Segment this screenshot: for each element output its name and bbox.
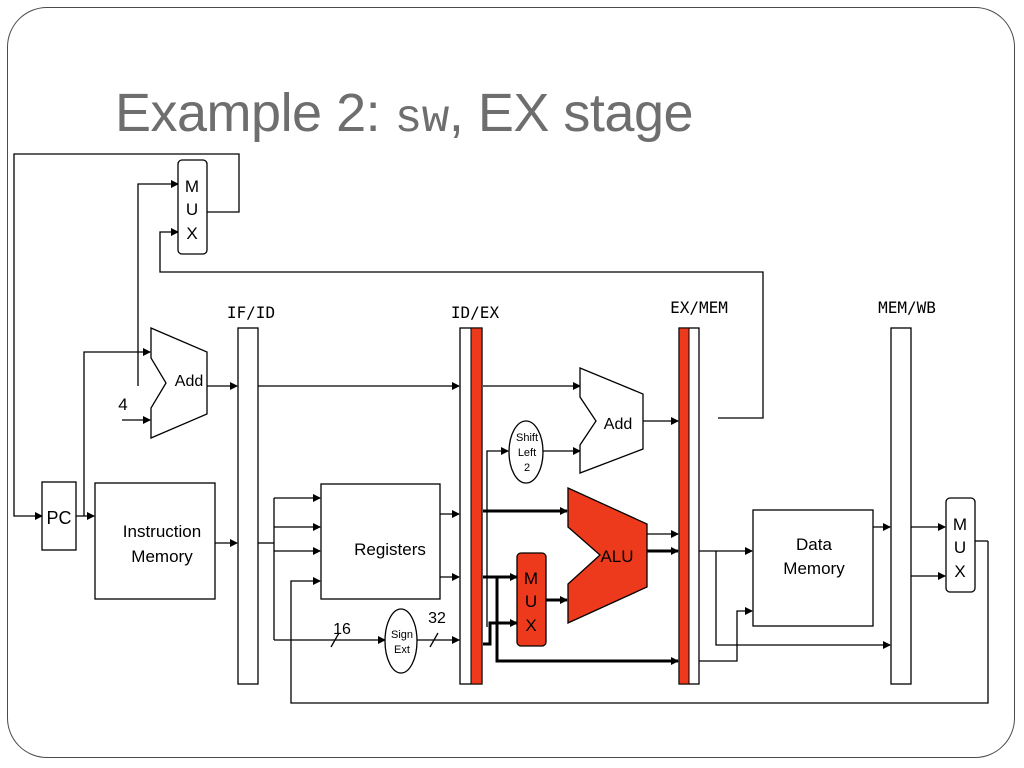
pc-label: PC	[46, 508, 71, 528]
id-ex-register	[459, 327, 483, 685]
datapath-wires	[13, 153, 989, 704]
pc-adder: Add	[150, 327, 208, 439]
branch-adder-label: Add	[604, 416, 632, 433]
mux-letter: M	[185, 177, 199, 196]
mem-wb-label: MEM/WB	[878, 298, 936, 317]
instruction-memory: Instruction Memory	[94, 482, 216, 600]
mux-letter: U	[186, 200, 198, 219]
registers-label: Registers	[354, 540, 426, 559]
mux-letter: X	[954, 562, 965, 581]
bus-width-16: 16	[333, 621, 351, 638]
slide-title: Example 2: sw, EX stage	[115, 82, 694, 145]
mux-letter: X	[525, 616, 536, 635]
pc-adder-label: Add	[175, 373, 203, 390]
sign-ext-label: Sign	[391, 629, 413, 641]
shift-left-2-unit: Shift Left 2	[508, 420, 544, 484]
data-memory-label: Memory	[783, 559, 845, 578]
title-prefix: Example 2:	[115, 83, 395, 143]
data-memory-label: Data	[796, 535, 832, 554]
title-code: sw	[394, 93, 450, 145]
mux-letter: U	[525, 592, 537, 611]
ex-mem-register	[678, 327, 700, 685]
mux-letter: M	[524, 569, 538, 588]
mux-letter: X	[186, 224, 197, 243]
sign-ext-label: Ext	[394, 644, 410, 656]
branch-adder: Add	[579, 367, 644, 474]
alu-label: ALU	[600, 547, 633, 566]
program-counter: PC	[41, 481, 77, 551]
alu-source-mux: M U X	[516, 552, 547, 647]
bus-width-32: 32	[428, 610, 446, 627]
shift-left-label: Shift	[516, 432, 538, 444]
title-suffix: , EX stage	[448, 83, 694, 143]
ex-mem-label: EX/MEM	[670, 298, 728, 317]
bus-width-marks	[330, 632, 439, 648]
register-file: Registers	[320, 483, 441, 600]
if-id-register	[237, 327, 259, 685]
shift-left-label: Left	[518, 447, 536, 459]
id-ex-label: ID/EX	[451, 303, 500, 322]
instruction-memory-label: Instruction	[123, 522, 201, 541]
shift-left-label: 2	[524, 462, 530, 474]
data-memory: Data Memory	[752, 509, 874, 627]
alu: ALU	[567, 486, 648, 625]
instruction-memory-label: Memory	[131, 547, 193, 566]
sign-extend-unit: Sign Ext	[384, 608, 418, 674]
mem-wb-register	[890, 327, 912, 685]
writeback-mux: M U X	[945, 497, 976, 593]
active-wires	[483, 507, 679, 665]
mux-letter: U	[954, 538, 966, 557]
constant-four: 4	[118, 395, 127, 414]
if-id-label: IF/ID	[227, 303, 275, 322]
pc-source-mux: M U X	[177, 159, 208, 255]
mux-letter: M	[953, 515, 967, 534]
